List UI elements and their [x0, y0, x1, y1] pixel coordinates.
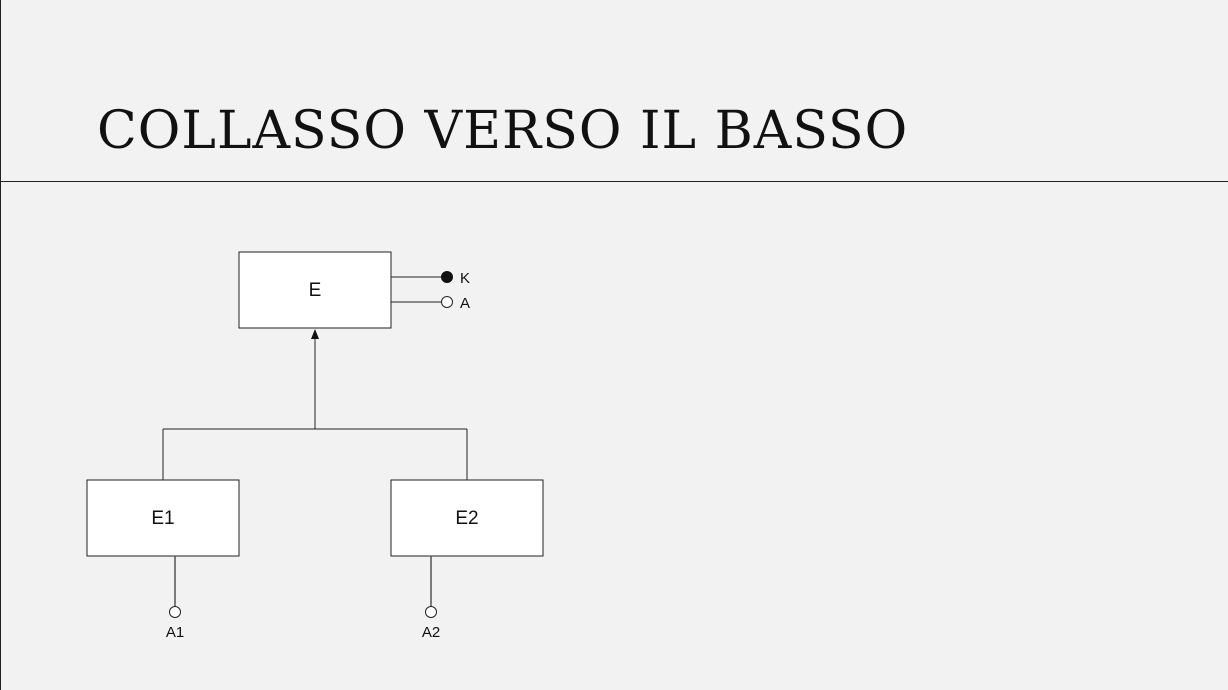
key-attribute-filled-icon: [441, 271, 453, 283]
attribute-a2-label: A2: [422, 624, 440, 641]
title-divider: [1, 181, 1228, 182]
entity-e2-label: E2: [455, 508, 478, 529]
entity-e-box: [238, 251, 392, 329]
attribute-hollow-icon: [169, 606, 181, 618]
entity-e-label: E: [309, 280, 322, 301]
entity-e: E: [238, 251, 392, 329]
attribute-a2: A2: [422, 556, 440, 641]
attribute-a: A: [391, 295, 470, 312]
attribute-k: K: [391, 270, 470, 287]
entity-e1-label: E1: [151, 508, 174, 529]
generalization-connector: [162, 329, 468, 480]
attribute-a1: A1: [166, 556, 184, 641]
entity-e2: E2: [390, 479, 544, 557]
attribute-hollow-icon: [441, 296, 453, 308]
generalization-arrowhead-icon: [311, 329, 319, 339]
entity-e2-box: [390, 479, 544, 557]
attribute-hollow-icon: [425, 606, 437, 618]
attribute-a-label: A: [460, 295, 470, 312]
attribute-a1-label: A1: [166, 624, 184, 641]
entity-e1-box: [86, 479, 240, 557]
attribute-k-label: K: [460, 270, 470, 287]
entity-e1: E1: [86, 479, 240, 557]
slide-title: COLLASSO VERSO IL BASSO: [97, 101, 909, 161]
